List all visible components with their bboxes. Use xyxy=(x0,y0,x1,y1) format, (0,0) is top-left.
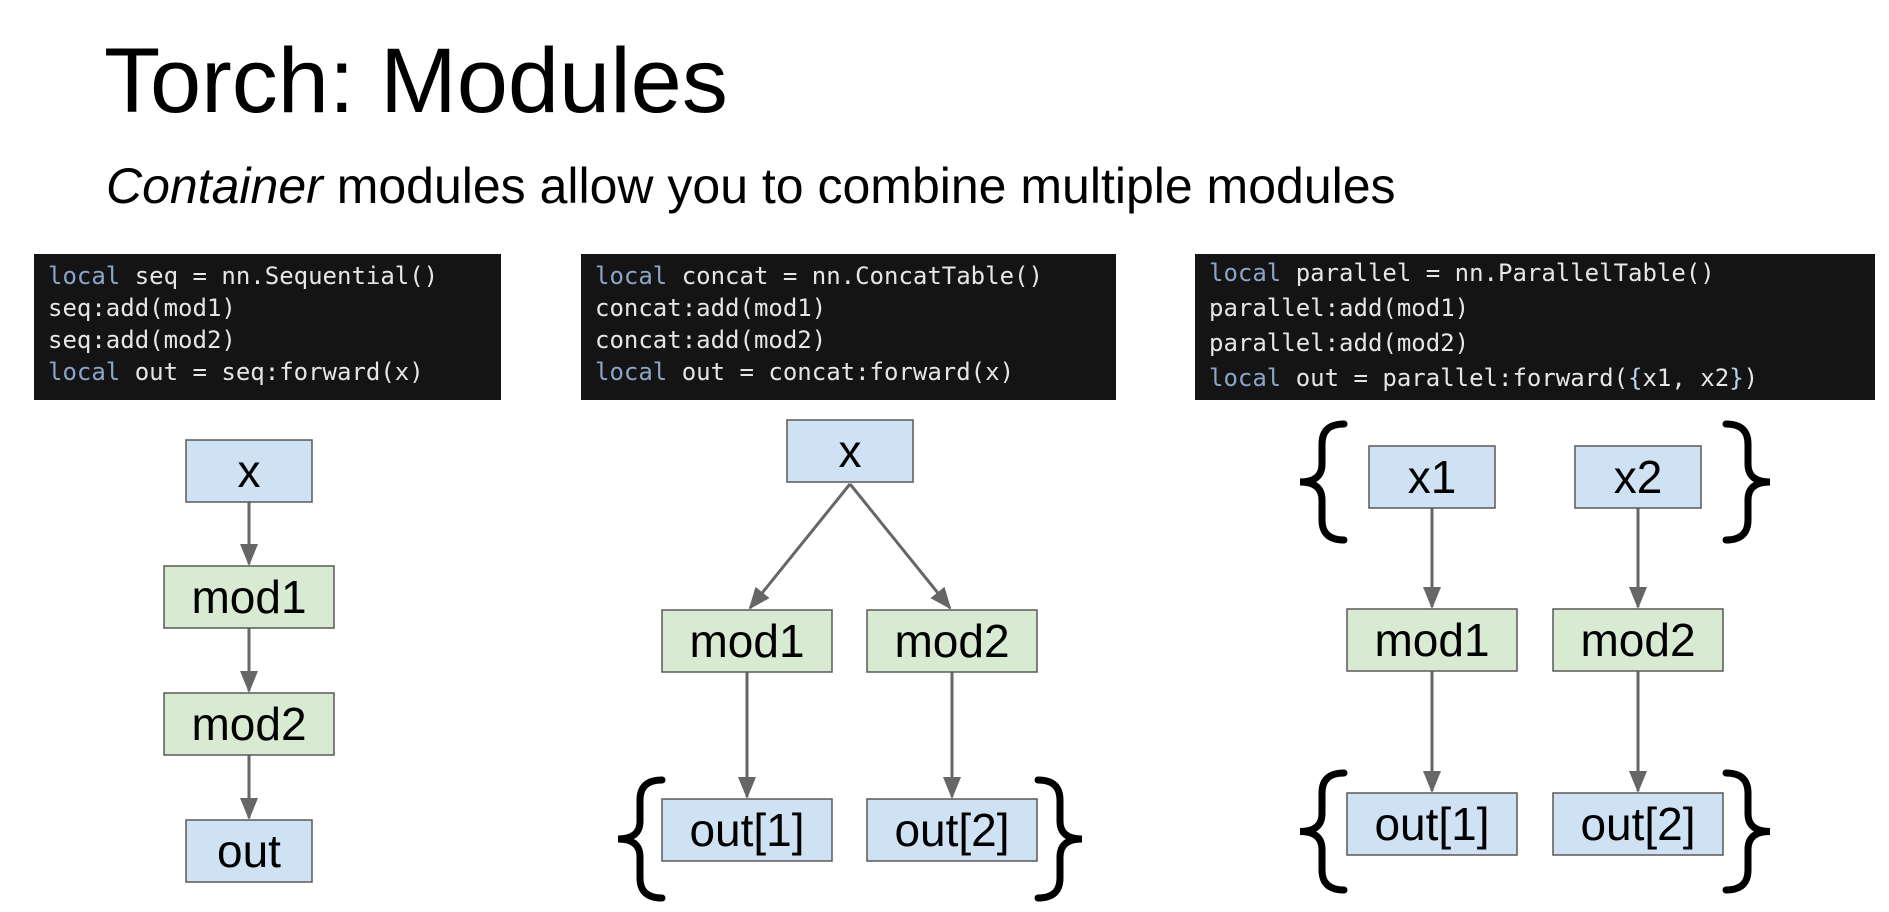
parallel-node-mod1-label: mod1 xyxy=(1374,614,1489,666)
seq-node-x-label: x xyxy=(238,445,261,497)
code-token: seq:add(mod1) xyxy=(48,294,236,322)
code-token: out = parallel:forward( xyxy=(1281,364,1629,392)
code-token: parallel = nn.ParallelTable() xyxy=(1281,259,1715,287)
parallel-node-out1-label: out[1] xyxy=(1374,798,1489,850)
code-keyword: local xyxy=(48,262,121,290)
seq-node-mod1-label: mod1 xyxy=(191,571,306,623)
code-token: parallel:add(mod1) xyxy=(1209,294,1470,322)
seq-node-out-box xyxy=(185,819,313,883)
seq-node-mod2-label: mod2 xyxy=(191,698,306,750)
parallel-output-right-brace xyxy=(1722,769,1771,894)
concat-node-out1-box xyxy=(661,798,833,862)
concat-node-x-label: x xyxy=(839,425,862,477)
parallel-node-out1-box xyxy=(1346,792,1518,856)
parallel-node-mod2-box xyxy=(1552,608,1724,672)
concat-node-mod2-box xyxy=(866,609,1038,673)
seq-node-mod2: mod2 xyxy=(163,692,335,756)
code-block-concat: local concat = nn.ConcatTable()concat:ad… xyxy=(581,254,1116,400)
parallel-node-out1: out[1] xyxy=(1346,792,1518,856)
concat-node-out1: out[1] xyxy=(661,798,833,862)
edges xyxy=(240,483,1647,820)
parallel-node-mod2-label: mod2 xyxy=(1580,614,1695,666)
concat-node-x-box xyxy=(786,419,914,483)
code-line: local parallel = nn.ParallelTable() xyxy=(1209,256,1875,291)
parallel-node-out2: out[2] xyxy=(1552,792,1724,856)
concat-node-mod1: mod1 xyxy=(661,609,833,673)
code-block-parallel: local parallel = nn.ParallelTable()paral… xyxy=(1195,254,1875,400)
concat-node-out2-label: out[2] xyxy=(894,804,1009,856)
seq-node-out: out xyxy=(185,819,313,883)
code-block-sequential: local seq = nn.Sequential()seq:add(mod1)… xyxy=(34,254,501,400)
seq-node-out-label: out xyxy=(217,825,281,877)
page-title: Torch: Modules xyxy=(104,30,728,132)
code-token: seq:add(mod2) xyxy=(48,326,236,354)
concat-node-mod1-box xyxy=(661,609,833,673)
code-token: { xyxy=(1628,364,1643,392)
code-line: concat:add(mod1) xyxy=(595,292,1116,324)
code-line: local concat = nn.ConcatTable() xyxy=(595,260,1116,292)
code-keyword: local xyxy=(1209,259,1282,287)
code-token: seq = nn.Sequential() xyxy=(120,262,439,290)
concat-node-out2: out[2] xyxy=(866,798,1038,862)
seq-node-x-box xyxy=(185,439,313,503)
code-token: concat:add(mod1) xyxy=(595,294,827,322)
concat-node-out2-box xyxy=(866,798,1038,862)
parallel-node-x2-box xyxy=(1574,445,1702,509)
code-line: parallel:add(mod1) xyxy=(1209,291,1875,326)
parallel-node-x1-label: x1 xyxy=(1408,451,1457,503)
code-token: ) xyxy=(1743,364,1759,392)
seq-node-mod1: mod1 xyxy=(163,565,335,629)
concat-right-brace xyxy=(1034,776,1083,902)
code-token: parallel:add(mod2) xyxy=(1209,329,1470,357)
seq-node-mod1-box xyxy=(163,565,335,629)
parallel-node-mod1: mod1 xyxy=(1346,608,1518,672)
code-line: local out = concat:forward(x) xyxy=(595,356,1116,388)
code-token: out = seq:forward(x) xyxy=(120,358,424,386)
arrow xyxy=(748,483,852,610)
parallel-node-out2-label: out[2] xyxy=(1580,798,1695,850)
page-subtitle: Container modules allow you to combine m… xyxy=(106,156,1396,216)
code-keyword: local xyxy=(1209,364,1282,392)
parallel-node-out2-box xyxy=(1552,792,1724,856)
code-token: concat = nn.ConcatTable() xyxy=(667,262,1043,290)
subtitle-emphasis: Container xyxy=(106,158,323,214)
subtitle-text: modules allow you to combine multiple mo… xyxy=(322,158,1396,214)
code-token: } xyxy=(1729,364,1744,392)
code-keyword: local xyxy=(48,358,121,386)
nodes: x mod1 mod2 out x mod1 mod2 out[1] out[2] x1 x2 mod… xyxy=(163,419,1724,883)
seq-node-mod2-box xyxy=(163,692,335,756)
braces xyxy=(617,420,1771,902)
concat-left-brace xyxy=(617,776,666,902)
code-line: local out = seq:forward(x) xyxy=(48,356,501,388)
concat-node-mod2-label: mod2 xyxy=(894,615,1009,667)
parallel-node-x2: x2 xyxy=(1574,445,1702,509)
concat-node-mod2: mod2 xyxy=(866,609,1038,673)
code-token: out = concat:forward(x) xyxy=(667,358,1015,386)
parallel-input-right-brace xyxy=(1722,420,1771,544)
code-token: x1, x2 xyxy=(1642,364,1730,392)
parallel-input-left-brace xyxy=(1299,420,1348,544)
arrow xyxy=(848,483,952,610)
parallel-node-x1-box xyxy=(1368,445,1496,509)
parallel-node-x1: x1 xyxy=(1368,445,1496,509)
code-line: seq:add(mod1) xyxy=(48,292,501,324)
concat-node-out1-label: out[1] xyxy=(689,804,804,856)
parallel-output-left-brace xyxy=(1299,769,1348,894)
code-line: parallel:add(mod2) xyxy=(1209,326,1875,361)
parallel-node-x2-label: x2 xyxy=(1614,451,1663,503)
code-line: concat:add(mod2) xyxy=(595,324,1116,356)
parallel-node-mod1-box xyxy=(1346,608,1518,672)
seq-node-x: x xyxy=(185,439,313,503)
concat-node-x: x xyxy=(786,419,914,483)
code-keyword: local xyxy=(595,262,668,290)
code-line: seq:add(mod2) xyxy=(48,324,501,356)
code-token: concat:add(mod2) xyxy=(595,326,827,354)
code-line: local seq = nn.Sequential() xyxy=(48,260,501,292)
code-keyword: local xyxy=(595,358,668,386)
parallel-node-mod2: mod2 xyxy=(1552,608,1724,672)
code-line: local out = parallel:forward({x1, x2}) xyxy=(1209,361,1875,396)
concat-node-mod1-label: mod1 xyxy=(689,615,804,667)
